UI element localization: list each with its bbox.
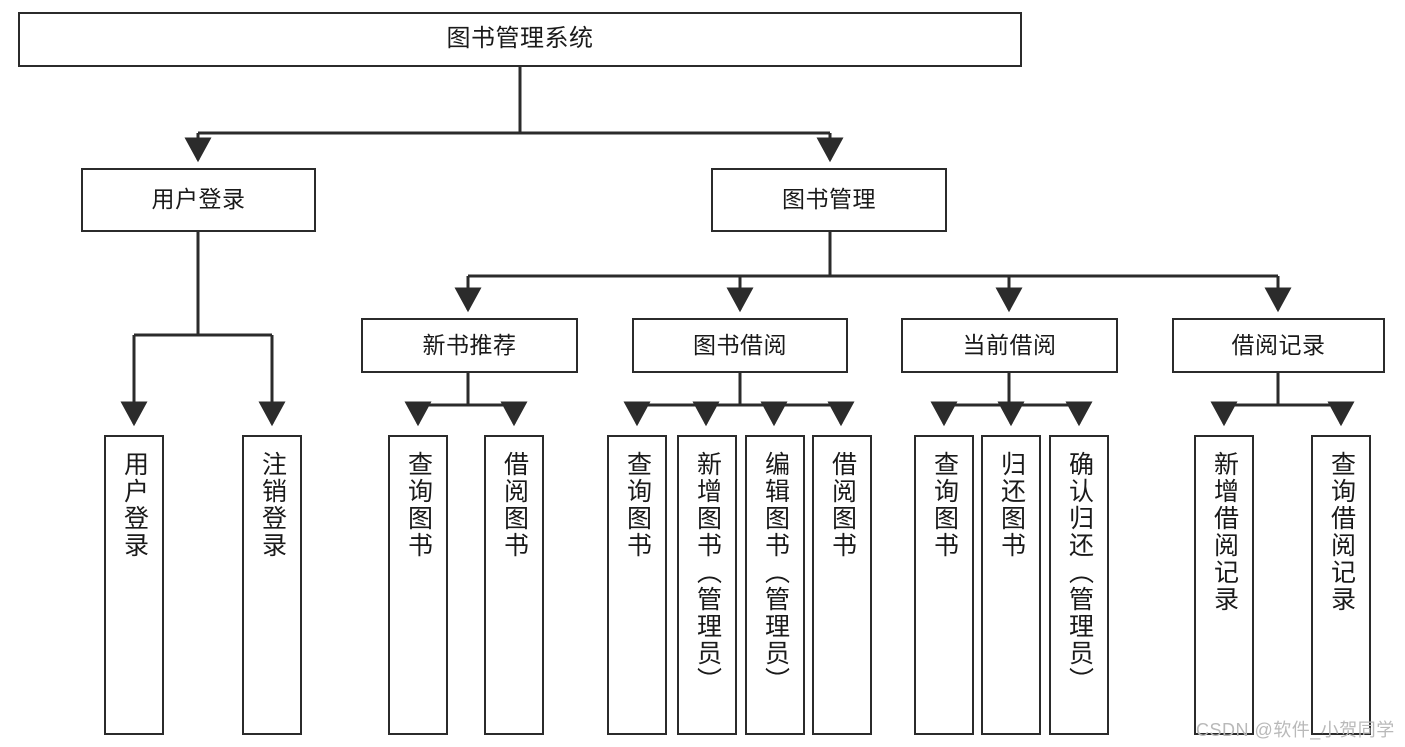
leaf-query-book-2[interactable]: 查询图书 bbox=[607, 435, 667, 735]
leaf-edit-book[interactable]: 编辑图书（管理员） bbox=[745, 435, 805, 735]
leaf-borrow-book-2[interactable]: 借阅图书 bbox=[812, 435, 872, 735]
leaf-query-book-3[interactable]: 查询图书 bbox=[914, 435, 974, 735]
node-book-borrow[interactable]: 图书借阅 bbox=[632, 318, 848, 373]
leaf-query-book-2-label: 查询图书 bbox=[623, 451, 652, 559]
leaf-user-login[interactable]: 用户登录 bbox=[104, 435, 164, 735]
leaf-add-borrow-record[interactable]: 新增借阅记录 bbox=[1194, 435, 1254, 735]
leaf-query-book-1[interactable]: 查询图书 bbox=[388, 435, 448, 735]
node-current-borrow[interactable]: 当前借阅 bbox=[901, 318, 1118, 373]
node-new-book-recommend[interactable]: 新书推荐 bbox=[361, 318, 578, 373]
node-root[interactable]: 图书管理系统 bbox=[18, 12, 1022, 67]
node-user-login[interactable]: 用户登录 bbox=[81, 168, 316, 232]
leaf-return-book-label: 归还图书 bbox=[997, 451, 1026, 559]
leaf-confirm-return-label: 确认归还（管理员） bbox=[1065, 451, 1094, 694]
leaf-query-book-3-label: 查询图书 bbox=[930, 451, 959, 559]
node-book-management-label: 图书管理 bbox=[782, 186, 876, 213]
leaf-user-logout[interactable]: 注销登录 bbox=[242, 435, 302, 735]
leaf-edit-book-label: 编辑图书（管理员） bbox=[761, 451, 790, 694]
leaf-add-book-label: 新增图书（管理员） bbox=[693, 451, 722, 694]
leaf-return-book[interactable]: 归还图书 bbox=[981, 435, 1041, 735]
node-root-label: 图书管理系统 bbox=[446, 25, 594, 53]
leaf-borrow-book-1[interactable]: 借阅图书 bbox=[484, 435, 544, 735]
leaf-add-borrow-record-label: 新增借阅记录 bbox=[1210, 451, 1239, 613]
leaf-user-logout-label: 注销登录 bbox=[258, 451, 287, 559]
node-borrow-records[interactable]: 借阅记录 bbox=[1172, 318, 1385, 373]
node-book-borrow-label: 图书借阅 bbox=[693, 331, 787, 358]
leaf-query-book-1-label: 查询图书 bbox=[404, 451, 433, 559]
node-user-login-label: 用户登录 bbox=[151, 186, 246, 213]
watermark-text: CSDN @软件_小贺同学 bbox=[1196, 720, 1395, 740]
leaf-user-login-label: 用户登录 bbox=[120, 451, 149, 559]
leaf-add-book[interactable]: 新增图书（管理员） bbox=[677, 435, 737, 735]
leaf-query-borrow-record-label: 查询借阅记录 bbox=[1327, 451, 1356, 613]
node-current-borrow-label: 当前借阅 bbox=[962, 331, 1057, 358]
leaf-query-borrow-record[interactable]: 查询借阅记录 bbox=[1311, 435, 1371, 735]
node-new-book-recommend-label: 新书推荐 bbox=[422, 331, 517, 358]
leaf-borrow-book-1-label: 借阅图书 bbox=[500, 451, 529, 559]
leaf-confirm-return[interactable]: 确认归还（管理员） bbox=[1049, 435, 1109, 735]
node-borrow-records-label: 借阅记录 bbox=[1231, 331, 1326, 358]
leaf-borrow-book-2-label: 借阅图书 bbox=[828, 451, 857, 559]
node-book-management[interactable]: 图书管理 bbox=[711, 168, 947, 232]
